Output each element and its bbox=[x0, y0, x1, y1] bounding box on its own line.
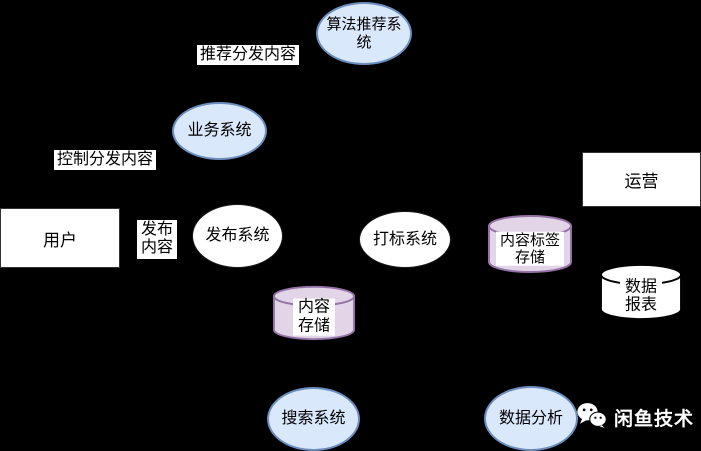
node-label: 内容存储 bbox=[293, 299, 335, 336]
node-user: 用户 bbox=[0, 208, 120, 268]
wechat-icon bbox=[577, 402, 607, 429]
node-tagging-system: 打标系统 bbox=[359, 211, 451, 268]
node-label: 算法推荐系统 bbox=[326, 15, 402, 51]
node-label: 数据报表 bbox=[620, 278, 662, 316]
node-label: 内容标签存储 bbox=[496, 231, 564, 267]
edge-label-control-distribute-content: 控制分发内容 bbox=[54, 150, 157, 171]
node-data-analysis: 数据分析 bbox=[484, 386, 578, 451]
node-label: 业务系统 bbox=[187, 122, 252, 140]
node-search-system: 搜索系统 bbox=[267, 387, 360, 451]
node-label: 搜索系统 bbox=[281, 410, 346, 428]
node-label: 打标系统 bbox=[372, 230, 437, 248]
node-label: 用户 bbox=[43, 230, 77, 250]
brand-name: 闲鱼技术 bbox=[614, 409, 695, 430]
edge-label-recommend-distribute-content: 推荐分发内容 bbox=[197, 45, 300, 66]
node-business-system: 业务系统 bbox=[172, 102, 267, 160]
node-data-report: 数据报表 bbox=[599, 263, 683, 321]
node-operations: 运营 bbox=[582, 152, 701, 207]
node-label: 发布系统 bbox=[205, 227, 270, 245]
node-label: 运营 bbox=[624, 172, 659, 191]
node-content-tag-storage: 内容标签存储 bbox=[487, 214, 573, 274]
node-label: 数据分析 bbox=[498, 409, 563, 427]
node-content-storage: 内容存储 bbox=[272, 285, 356, 341]
node-publish-system: 发布系统 bbox=[192, 204, 283, 268]
node-algorithm-recommendation-system: 算法推荐系统 bbox=[316, 2, 412, 65]
edge-label-publish-content: 发布内容 bbox=[137, 220, 177, 259]
